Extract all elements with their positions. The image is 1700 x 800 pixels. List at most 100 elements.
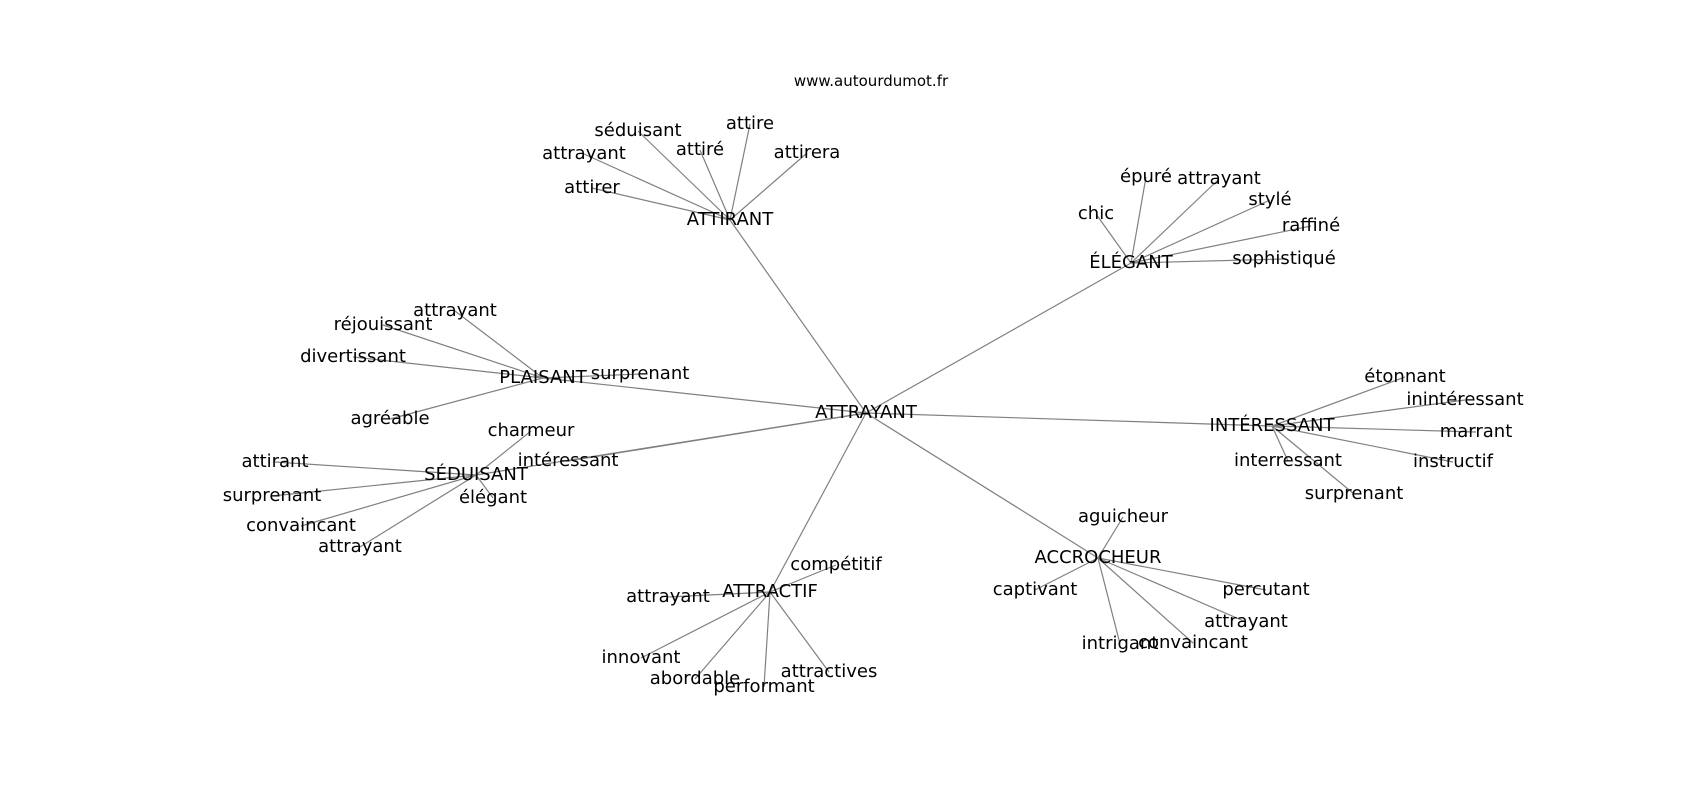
- leaf-attractif-competitif: compétitif: [790, 554, 882, 575]
- edge-attractif-performant: [763, 591, 771, 688]
- edge-center-attractif: [769, 412, 867, 593]
- leaf-attirant-attrayant: attrayant: [542, 143, 626, 164]
- leaf-attractif-attractives: attractives: [780, 661, 878, 682]
- edge-plaisant-divertissant: [352, 356, 544, 379]
- hub-attractif: ATTRACTIF: [722, 581, 818, 602]
- leaf-attractif-abordable: abordable: [649, 668, 741, 689]
- hub-interessant: INTÉRESSANT: [1209, 415, 1335, 436]
- leaf-elegant-raffine: raffiné: [1281, 215, 1341, 236]
- hub-interessant-center: intéressant: [517, 450, 619, 471]
- edge-accrocheur-aguicheur: [1097, 516, 1124, 559]
- leaf-elegant-attrayant: attrayant: [1177, 168, 1261, 189]
- hub-seduisant: SÉDUISANT: [424, 464, 528, 485]
- leaf-interessant-interressant: interressant: [1234, 450, 1342, 471]
- leaf-interessant-instructif: instructif: [1413, 451, 1493, 472]
- leaf-accrocheur-percutant: percutant: [1222, 579, 1310, 600]
- edge-elegant-attrayant: [1130, 178, 1220, 264]
- leaf-seduisant-attrayant: attrayant: [318, 536, 402, 557]
- edge-attractif-attrayant: [667, 591, 771, 598]
- edge-accrocheur-intrigant: [1097, 557, 1121, 645]
- leaf-plaisant-rejouissant: réjouissant: [333, 314, 433, 335]
- edge-accrocheur-captivant: [1034, 557, 1099, 591]
- edge-plaisant-rejouissant: [382, 324, 544, 379]
- leaf-attirant-seduisant: séduisant: [594, 120, 682, 141]
- edge-accrocheur-percutant: [1097, 557, 1267, 591]
- leaf-elegant-chic: chic: [1077, 203, 1115, 224]
- leaf-accrocheur-attrayant: attrayant: [1204, 611, 1288, 632]
- edge-attractif-innovant: [640, 591, 771, 659]
- edge-interessant-instructif: [1271, 425, 1454, 463]
- edge-elegant-style: [1130, 199, 1271, 264]
- edge-attirant-attrayant: [583, 153, 731, 221]
- leaf-plaisant-attrayant: attrayant: [413, 300, 497, 321]
- edge-interessant-marrant: [1271, 425, 1477, 433]
- edge-attractif-competitif: [769, 564, 837, 593]
- edge-interessant-interressant: [1271, 425, 1289, 462]
- center-node: ATTRAYANT: [815, 402, 917, 423]
- edge-elegant-chic: [1095, 213, 1132, 264]
- leaf-accrocheur-intrigant: intrigant: [1081, 633, 1159, 654]
- leaf-attractif-attrayant: attrayant: [626, 586, 710, 607]
- edge-plaisant-agreable: [389, 377, 544, 420]
- edge-seduisant-charmeur: [475, 430, 532, 476]
- leaf-plaisant-agreable: agréable: [350, 408, 430, 429]
- edge-seduisant-surprenant: [271, 474, 477, 497]
- edge-accrocheur-attrayant: [1097, 557, 1247, 623]
- leaf-elegant-sophistique: sophistiqué: [1232, 248, 1336, 269]
- leaf-seduisant-surprenant: surprenant: [222, 485, 322, 506]
- leaf-seduisant-charmeur: charmeur: [487, 420, 575, 441]
- edge-seduisant-attrayant: [359, 474, 477, 548]
- leaf-interessant-ininteressant: inintéressant: [1406, 389, 1524, 410]
- leaf-plaisant-divertissant: divertissant: [300, 346, 406, 367]
- leaf-accrocheur-captivant: captivant: [992, 579, 1078, 600]
- edge-center-accrocheur: [865, 412, 1099, 559]
- leaf-attirant-attire: attiré: [675, 139, 725, 160]
- edge-attirant-seduisant: [637, 130, 731, 221]
- leaf-attractif-innovant: innovant: [601, 647, 681, 668]
- edge-seduisant-attirant: [274, 461, 477, 476]
- leaf-accrocheur-convaincant: convaincant: [1138, 632, 1248, 653]
- leaf-plaisant-surprenant: surprenant: [590, 363, 690, 384]
- edge-center-plaisant: [542, 377, 867, 414]
- edge-elegant-epure: [1130, 176, 1147, 264]
- edge-attirant-attirera: [729, 152, 808, 221]
- watermark-text: www.autourdumot.fr: [793, 72, 949, 90]
- hub-attirant: ATTIRANT: [686, 209, 774, 230]
- edge-accrocheur-convaincant: [1097, 557, 1194, 644]
- edge-center-elegant: [865, 262, 1132, 414]
- edge-interessant-ininteressant: [1271, 399, 1466, 427]
- edge-interessant-surprenant: [1271, 425, 1355, 495]
- edge-elegant-sophistique: [1130, 258, 1285, 264]
- hub-elegant: ÉLÉGANT: [1089, 252, 1173, 273]
- leaf-seduisant-elegant: élégant: [458, 487, 528, 508]
- edge-attractif-attractives: [769, 591, 830, 673]
- leaf-interessant-marrant: marrant: [1439, 421, 1513, 442]
- edge-seduisant-convaincant: [300, 474, 477, 527]
- edge-attirant-attire: [699, 149, 731, 221]
- edge-interessant-etonnant: [1271, 376, 1406, 427]
- leaf-seduisant-attirant: attirant: [241, 451, 309, 472]
- edge-elegant-raffine: [1130, 225, 1312, 264]
- edge-attirant-attirer: [591, 187, 731, 221]
- leaf-attirant-attire: attire: [725, 113, 775, 134]
- edge-plaisant-surprenant: [542, 373, 641, 379]
- edge-attractif-abordable: [694, 591, 771, 680]
- leaf-seduisant-convaincant: convaincant: [246, 515, 356, 536]
- leaf-attractif-performant: performant: [713, 676, 815, 697]
- leaf-elegant-epure: épuré: [1120, 166, 1172, 187]
- edge-seduisant-elegant: [475, 474, 494, 499]
- hub-accrocheur: ACCROCHEUR: [1034, 547, 1162, 568]
- edge-center-attirant: [729, 219, 867, 414]
- leaf-attirant-attirera: attirera: [773, 142, 841, 163]
- edge-plaisant-attrayant: [454, 310, 544, 379]
- hub-plaisant: PLAISANT: [499, 367, 587, 388]
- leaf-accrocheur-aguicheur: aguicheur: [1077, 506, 1169, 527]
- leaf-interessant-surprenant: surprenant: [1304, 483, 1404, 504]
- leaf-attirant-attirer: attirer: [564, 177, 620, 198]
- edge-center-interessant-center: [567, 412, 867, 462]
- leaf-elegant-style: stylé: [1248, 189, 1292, 210]
- edge-center-interessant: [865, 412, 1273, 427]
- edge-attirant-attire: [729, 123, 751, 221]
